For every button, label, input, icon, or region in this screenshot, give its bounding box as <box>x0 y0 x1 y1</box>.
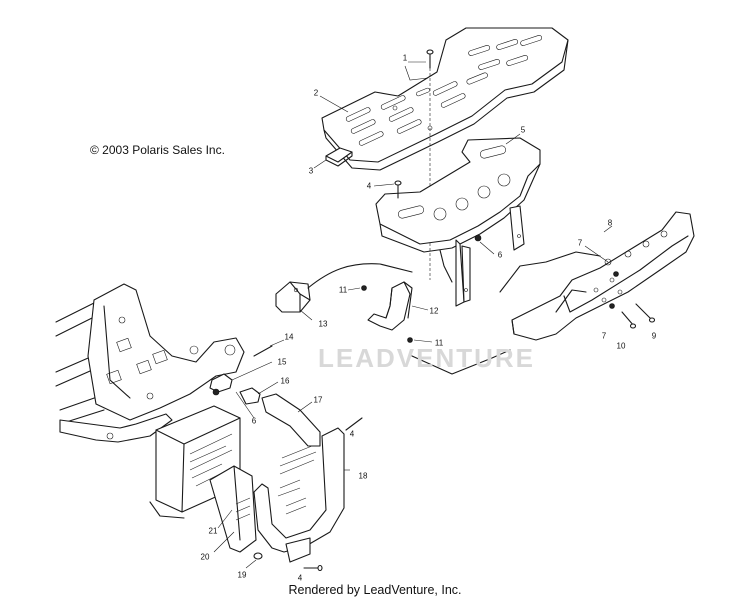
callout-20[interactable]: 20 <box>200 552 210 562</box>
callout-2[interactable]: 2 <box>313 88 319 98</box>
tow-strap <box>261 393 321 447</box>
callout-4-guard[interactable]: 4 <box>349 429 355 439</box>
callout-8[interactable]: 8 <box>607 218 613 228</box>
callout-11-bracket[interactable]: 11 <box>434 338 444 348</box>
callout-7-bumper[interactable]: 7 <box>577 238 583 248</box>
callout-7-lower[interactable]: 7 <box>601 331 607 341</box>
callout-13[interactable]: 13 <box>318 319 328 329</box>
mud-guard-u <box>253 427 345 563</box>
callout-12[interactable]: 12 <box>429 306 439 316</box>
callout-21[interactable]: 21 <box>208 526 218 536</box>
rack-frame <box>375 137 541 307</box>
callout-15[interactable]: 15 <box>277 357 287 367</box>
rack-bolt <box>426 49 434 280</box>
callout-16[interactable]: 16 <box>280 376 290 386</box>
side-panel <box>209 465 257 553</box>
hitch-hardware <box>209 345 273 405</box>
callout-11-light[interactable]: 11 <box>338 285 348 295</box>
callout-1[interactable]: 1 <box>402 53 408 63</box>
callout-5[interactable]: 5 <box>520 125 526 135</box>
footer-credit: Rendered by LeadVenture, Inc. <box>288 583 462 597</box>
bumper-hardware <box>609 271 656 329</box>
watermark: LEADVENTURE <box>318 343 536 373</box>
callout-17[interactable]: 17 <box>313 395 323 405</box>
rack-hardware <box>394 180 482 242</box>
callout-14[interactable]: 14 <box>284 332 294 342</box>
callout-10[interactable]: 10 <box>616 341 626 351</box>
callout-4-bottom[interactable]: 4 <box>297 573 303 583</box>
callout-19[interactable]: 19 <box>237 570 247 580</box>
tail-light <box>275 263 413 313</box>
wire-harness <box>411 349 511 375</box>
callout-6-hitch[interactable]: 6 <box>251 416 257 426</box>
callout-leaders <box>213 61 613 569</box>
bottom-hardware <box>253 417 363 572</box>
callout-6-rack[interactable]: 6 <box>497 250 503 260</box>
copyright-notice: © 2003 Polaris Sales Inc. <box>90 143 225 157</box>
callout-4-rack[interactable]: 4 <box>366 181 372 191</box>
rear-bumper <box>499 211 695 341</box>
callout-18[interactable]: 18 <box>358 471 368 481</box>
rack-reflector-plate <box>325 147 353 167</box>
callout-3[interactable]: 3 <box>308 166 314 176</box>
light-bracket <box>361 281 413 343</box>
callout-9[interactable]: 9 <box>651 331 657 341</box>
